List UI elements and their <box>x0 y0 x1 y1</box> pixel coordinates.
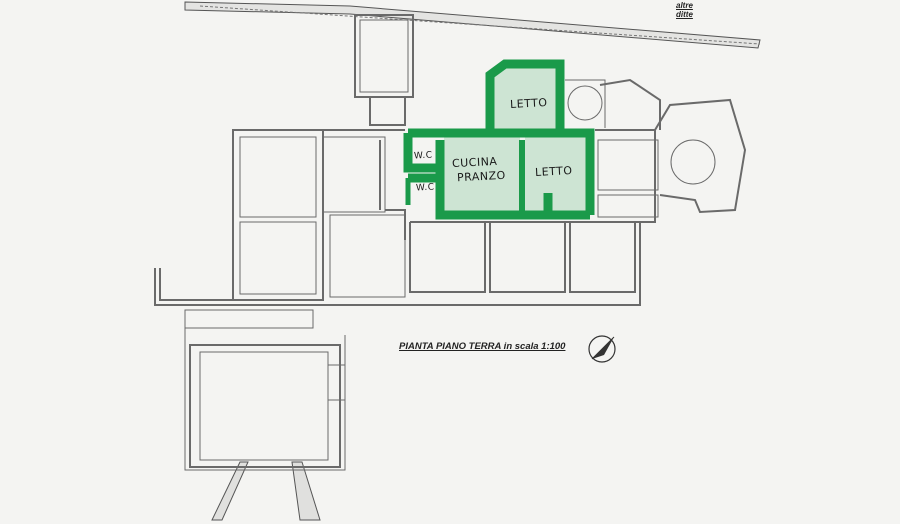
bottom-path-walls <box>211 461 321 521</box>
room-label-letto-top: LETTO <box>509 96 548 111</box>
room-label-cucina: CUCINA <box>451 154 498 171</box>
highlighted-unit-fill <box>444 68 587 211</box>
room-label-wc-lower: W.C <box>415 182 435 194</box>
neighbors-note: altre ditte <box>676 1 693 19</box>
plan-title: PIANTA PIANO TERRA in scala 1:100 <box>399 341 566 352</box>
room-label-pranzo: PRANZO <box>456 168 507 185</box>
neighbors-line-2: ditte <box>676 10 693 19</box>
neighbors-line-1: altre <box>676 1 693 10</box>
room-label-letto-main: LETTO <box>534 164 573 179</box>
north-arrow-icon <box>588 335 616 363</box>
boundary-wall <box>184 1 761 49</box>
room-label-wc-upper: W.C <box>413 150 433 162</box>
highlighted-unit <box>403 59 595 220</box>
building-walls <box>154 14 747 471</box>
